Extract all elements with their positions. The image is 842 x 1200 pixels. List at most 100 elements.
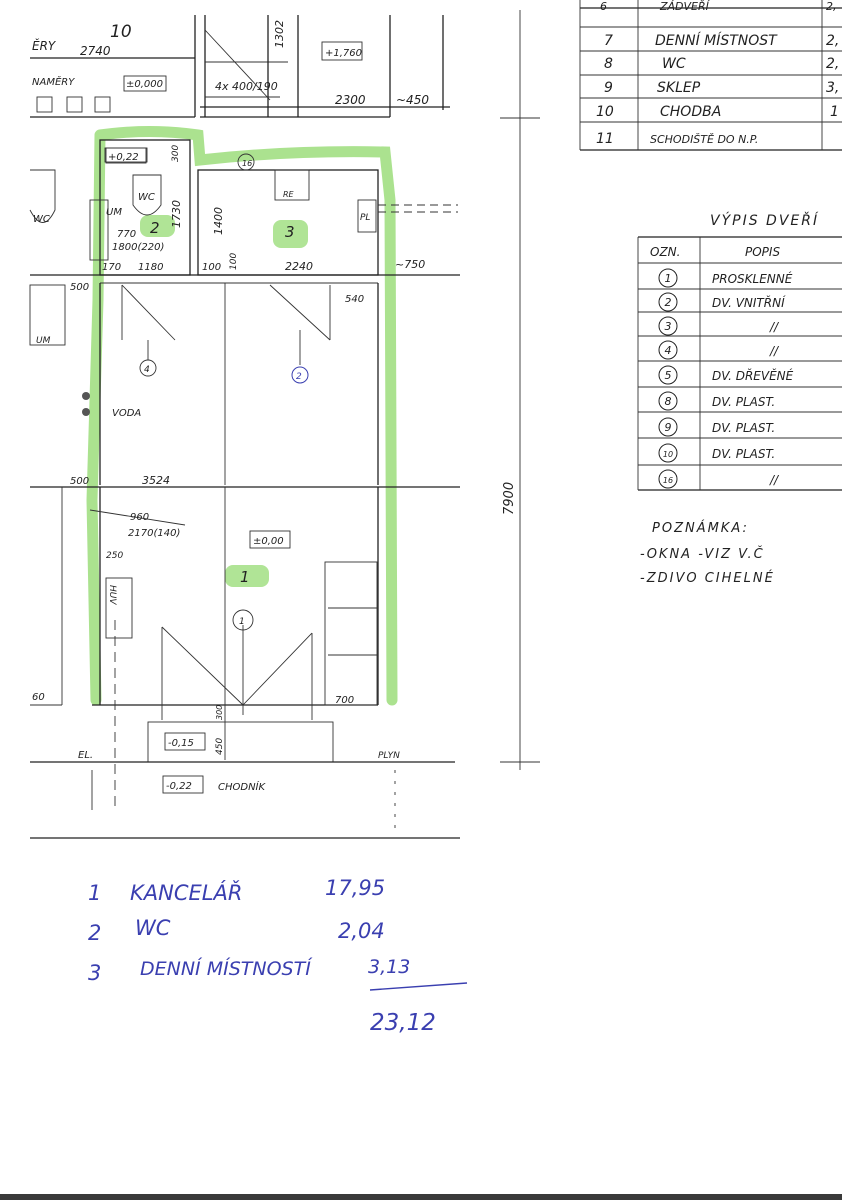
door-table-desc: PROSKLENNÉ [712, 271, 793, 286]
door-mark-circle [658, 316, 678, 336]
dim-700: 700 [335, 695, 354, 706]
room-table-name: ZÁDVEŘÍ [659, 0, 711, 13]
area-row-value: 17,95 [325, 876, 385, 900]
door-table-title: VÝPIS DVEŘÍ [710, 212, 819, 229]
dim-2240: 2240 [285, 260, 313, 273]
room-table-name: DENNÍ MÍSTNOST [655, 32, 778, 49]
dim-60: 60 [32, 692, 45, 703]
um-label: UM [106, 207, 122, 218]
area-row-no: 2 [88, 921, 101, 945]
pl-label: PL [360, 213, 370, 223]
door-table-desc: // [769, 320, 780, 334]
plan-lines [29, 10, 540, 839]
room-3-highlight [273, 220, 308, 248]
door-table-mark: 4 [665, 344, 672, 357]
level-015: -0,15 [168, 738, 194, 749]
level-022-wc: +0,22 [108, 152, 139, 163]
room-table-name: SKLEP [657, 80, 701, 96]
room-table-area: 3, [826, 80, 839, 96]
room-table-no: 7 [604, 33, 613, 49]
level-1760: +1,760 [325, 48, 362, 59]
viewer-bottom-bar [0, 1194, 842, 1200]
chodnik-label: CHODNÍK [218, 780, 267, 793]
area-row-name: WC [135, 916, 171, 940]
room-table-name: SCHODIŠTĚ DO N.P. [650, 133, 758, 146]
door-table-mark: 1 [665, 272, 672, 285]
door-table-desc: DV. PLAST. [712, 395, 775, 409]
area-row-value: 2,04 [338, 919, 385, 943]
door-table-mark: 8 [665, 395, 672, 408]
level-000-room1: ±0,00 [253, 536, 284, 547]
re-label: RE [283, 190, 295, 199]
door-mark-circle [658, 340, 678, 360]
dim-1730: 1730 [170, 200, 183, 228]
dim-1180: 1180 [138, 262, 163, 273]
door-16-marker [237, 153, 255, 171]
door-mark-circle [658, 469, 678, 489]
room-table-no: 11 [596, 131, 614, 147]
dim-250: 250 [106, 551, 123, 561]
room-2-highlight [140, 215, 175, 237]
room-table-area: 2, [826, 0, 837, 13]
door-table-desc: DV. VNITŘNÍ [712, 295, 786, 310]
door-mark-circle [658, 443, 678, 463]
room-2-number: 2 [150, 219, 160, 237]
door-mark-circle [658, 391, 678, 411]
room-1-number: 1 [240, 568, 250, 586]
door-table-header-mark: OZN. [650, 245, 680, 259]
level-0000: ±0,000 [126, 79, 163, 90]
dim-100a: 100 [202, 262, 221, 273]
door-4-label: 4 [144, 365, 150, 375]
dim-1302: 1302 [273, 20, 286, 48]
note-line-1: -OKNA -VIZ V.Č [640, 546, 765, 562]
water-pipe-icon [82, 408, 90, 416]
room-outline-highlight [86, 126, 398, 706]
door-table-header-desc: POPIS [745, 245, 780, 259]
door-dim-770: 770 [117, 229, 136, 240]
door-16-label: 16 [242, 159, 252, 168]
room-table [579, 0, 842, 151]
door-dim-1800: 1800(220) [112, 242, 164, 253]
room-table-name: WC [662, 56, 686, 72]
dim-500-room1: 500 [70, 476, 89, 487]
door-table-mark: 16 [663, 476, 673, 485]
door-table-desc: // [769, 473, 780, 487]
door-1-label: 1 [239, 617, 245, 627]
dim-170: 170 [102, 262, 121, 273]
room-1-highlight [225, 565, 269, 587]
wc-left-label: WC [33, 214, 50, 225]
plyn-label: PLYN [378, 751, 400, 761]
dim-300-wc: 300 [171, 145, 181, 162]
room-table-no: 8 [604, 56, 613, 72]
door-1-marker [232, 609, 254, 631]
door-mark-circle [658, 417, 678, 437]
area-row-no: 1 [88, 881, 101, 905]
room-table-area: 2, [826, 33, 839, 49]
door-table-desc: DV. PLAST. [712, 421, 775, 435]
door-4-marker [139, 359, 157, 377]
huv-label: HUV [107, 585, 117, 605]
door-2-label: 2 [296, 372, 302, 382]
door-dim-2170: 2170(140) [128, 528, 180, 539]
door-table-mark: 2 [665, 296, 672, 309]
dim-500-corridor: 500 [70, 282, 89, 293]
door-table [637, 236, 842, 491]
area-row-name: KANCELÁŘ [130, 880, 242, 905]
door-table-desc: DV. PLAST. [712, 447, 775, 461]
dim-300-entry: 300 [215, 705, 224, 720]
area-row-value: 3,13 [368, 956, 410, 978]
dim-100b: 100 [229, 253, 239, 270]
dim-450-entry: 450 [215, 738, 225, 755]
door-table-mark: 3 [665, 320, 672, 333]
dim-2300: 2300 [335, 93, 366, 107]
dim-450: ~450 [396, 93, 429, 107]
door-table-desc: DV. DŘEVĚNÉ [712, 368, 794, 383]
door-table-desc: // [769, 344, 780, 358]
door-mark-circle [658, 365, 678, 385]
dim-750: ~750 [395, 258, 425, 271]
label-ery: ĚRY [32, 38, 57, 53]
room-table-name: CHODBA [660, 104, 721, 120]
dim-540: 540 [345, 294, 364, 305]
door-mark-circle [658, 268, 678, 288]
